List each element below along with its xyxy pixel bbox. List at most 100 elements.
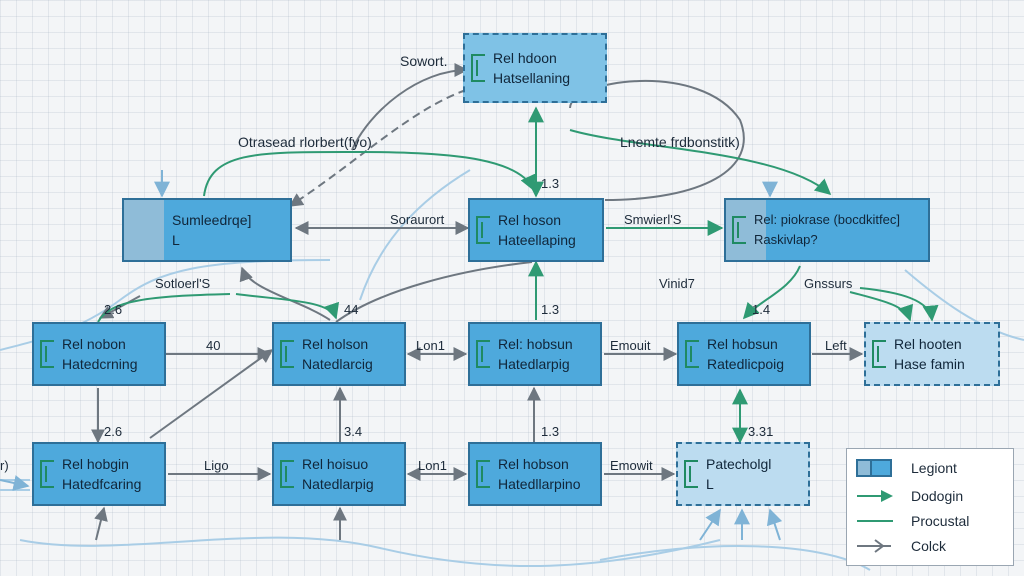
node-title: Rel: piokrase (bocdkitfec]	[754, 212, 900, 227]
node-subtitle: Natedlarpig	[302, 476, 374, 492]
edge-label: r)	[0, 458, 9, 473]
node-handle-icon	[872, 340, 886, 368]
legend-row: Colck	[855, 535, 946, 557]
arrow-r3c2-up	[335, 261, 533, 323]
node-subtitle: Ratedlicpoig	[707, 356, 785, 372]
node-handle-icon	[476, 216, 490, 244]
node-title: Rel nobon	[62, 336, 126, 352]
legend-green-line-icon	[857, 520, 893, 522]
node-title: Rel hdoon	[493, 50, 557, 66]
node-subtitle: Hateellaping	[498, 232, 576, 248]
node-right-hub[interactable]: Rel: piokrase (bocdkitfec]Raskivlap?	[724, 198, 930, 262]
arrow-lightblue	[0, 475, 30, 491]
node-handle-icon	[471, 54, 485, 82]
arrow-top-to-right	[569, 129, 832, 196]
edge-label: Vinid7	[659, 276, 695, 291]
node-subtitle: Hatedcrning	[62, 356, 138, 372]
node-handle-icon	[476, 340, 490, 368]
bg-wire	[359, 169, 471, 301]
edge-label: Emouit	[610, 338, 651, 353]
edge-label: 1.3	[541, 176, 560, 191]
node-subtitle: L	[706, 476, 714, 492]
arrow-to-r3c2-diag	[149, 349, 274, 439]
arrow-right-r3c5	[849, 291, 914, 322]
arrow-right-r3c5b	[859, 287, 939, 322]
arrow-left-loop	[203, 150, 536, 197]
node-title: Rel holson	[302, 336, 369, 352]
node-subtitle: Hase famin	[894, 356, 965, 372]
edge-label: 1.4	[752, 302, 771, 317]
bg-wire	[599, 545, 871, 571]
node-handle-icon	[732, 216, 746, 244]
node-handle-icon	[40, 460, 54, 488]
node-handle-icon	[685, 340, 699, 368]
edge-label: Lon1	[418, 458, 447, 473]
node-handle-icon	[476, 460, 490, 488]
node-subtitle: Natedlarcig	[302, 356, 373, 372]
node-title: Patecholgl	[706, 456, 772, 472]
legend: Legiont Dodogin Procustal Colck	[846, 448, 1014, 566]
edge-label: Lon1	[416, 338, 445, 353]
edge-label: Ligo	[204, 458, 229, 473]
arrow-left-to-r3c2	[235, 293, 339, 320]
node-subtitle: Hatsellaning	[493, 70, 571, 86]
node-title: Rel hoson	[498, 212, 562, 228]
arrow-lightblue	[699, 508, 721, 541]
node-subtitle: Hatedfcaring	[62, 476, 142, 492]
edge-label: Soraurort	[390, 212, 445, 227]
edge-label: Smwierl'S	[624, 212, 682, 227]
node-left-hub[interactable]: Sumleedrqe] L	[122, 198, 292, 262]
arrow-to-r4c1-bottom	[94, 506, 108, 541]
node-handle-icon	[684, 460, 698, 488]
arrow-right-r3c4	[742, 265, 801, 320]
arrow-r3c2-sotloerts	[239, 266, 331, 321]
node-handle-icon	[40, 340, 54, 368]
edge-label: Sowort.	[400, 53, 448, 69]
edge-label: 44	[344, 302, 359, 317]
legend-item: Procustal	[911, 513, 970, 529]
legend-row: Legiont	[855, 457, 957, 479]
node-title: Rel hoisuo	[302, 456, 369, 472]
node-subtitle: Hatedllarpino	[498, 476, 581, 492]
edge-label: Gnssurs	[804, 276, 853, 291]
legend-row: Procustal	[855, 510, 969, 532]
legend-item: Colck	[911, 538, 947, 554]
node-title: Sumleedrqe]	[172, 212, 252, 228]
node-subtitle: L	[172, 232, 180, 248]
node-handle-icon	[280, 340, 294, 368]
edge-label: 3.4	[344, 424, 363, 439]
edge-label: 1.3	[541, 424, 560, 439]
node-title: Rel: hobsun	[498, 336, 573, 352]
bg-wire	[19, 536, 721, 568]
edge-label: 2.6	[104, 302, 123, 317]
node-title: Rel hooten	[894, 336, 962, 352]
arrow-sowort	[351, 63, 469, 151]
edge-label: 2.6	[104, 424, 123, 439]
edge-label: 1.3	[541, 302, 560, 317]
arrow-top-to-left	[288, 89, 467, 207]
node-handle-icon	[280, 460, 294, 488]
arrow-lightblue	[766, 508, 783, 541]
node-title: Rel hobgin	[62, 456, 129, 472]
edge-label: Lnemte frdbonstitk)	[620, 134, 740, 150]
edge-label: Otrasead rlorbert(fyo)	[238, 134, 372, 150]
edge-label: 40	[206, 338, 221, 353]
edge-label: Sotloerl'S	[155, 276, 211, 291]
edge-label: 3.31	[748, 424, 774, 439]
edge-label: Left	[825, 338, 847, 353]
bg-wire	[904, 269, 1024, 341]
legend-title: Legiont	[911, 460, 957, 476]
node-title: Rel hobsun	[707, 336, 778, 352]
